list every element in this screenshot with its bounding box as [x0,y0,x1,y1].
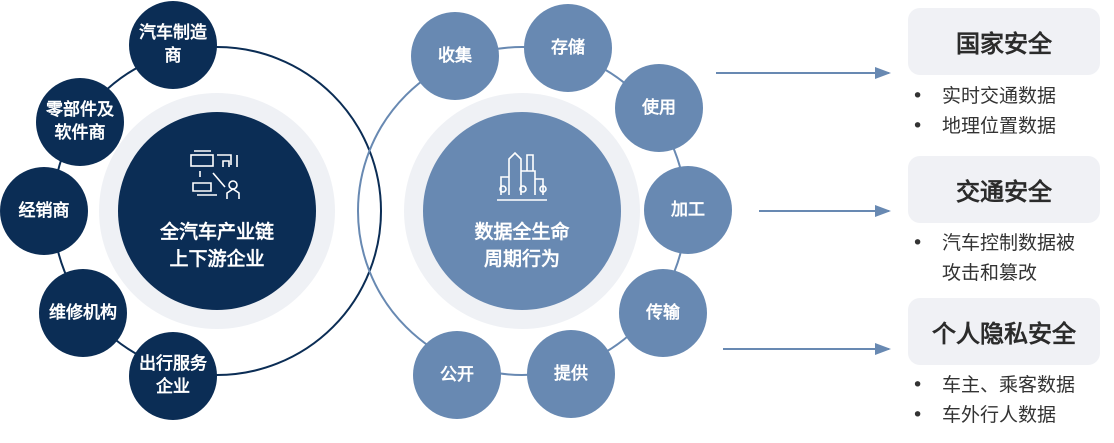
node-automaker: 汽车制造商 [129,1,217,89]
list-item: • 汽车控制数据被攻击和篡改 [912,228,1082,288]
list-item: • 实时交通数据 [912,81,1056,111]
traffic-security-list: • 汽车控制数据被攻击和篡改 [912,228,1082,288]
list-item: • 车主、乘客数据 [912,370,1075,400]
industry-chain-center: 全汽车产业链 上下游企业 [118,112,316,310]
left-center-label-2: 上下游企业 [169,248,265,270]
industry-chain-icon [189,149,245,211]
bullet: • [912,232,924,254]
node-mobility-service: 出行服务企业 [129,332,217,420]
city-buildings-icon [495,149,549,211]
node-use: 使用 [615,64,703,152]
bullet: • [912,404,924,426]
data-lifecycle-center: 数据全生命 周期行为 [423,112,621,310]
right-center-label-2: 周期行为 [483,248,560,270]
left-center-label-1: 全汽车产业链 [159,221,274,243]
node-transmit: 传输 [619,269,707,357]
privacy-security-list: • 车主、乘客数据 • 车外行人数据 [912,370,1075,430]
node-collect: 收集 [411,12,499,100]
node-store: 存储 [524,4,612,92]
bullet: • [912,85,924,107]
item-text: 地理位置数据 [942,115,1057,137]
item-text: 车外行人数据 [942,404,1057,426]
list-item: • 车外行人数据 [912,400,1075,430]
item-text: 汽车控制数据被攻击和篡改 [942,232,1076,284]
node-repair-shop: 维修机构 [39,269,127,357]
node-provide: 提供 [527,330,615,418]
node-disclose: 公开 [413,331,501,419]
category-national-security: 国家安全 [908,8,1100,75]
node-parts-software-supplier: 零部件及软件商 [36,78,124,166]
item-text: 车主、乘客数据 [942,374,1076,396]
node-dealer: 经销商 [0,167,88,255]
category-traffic-security: 交通安全 [908,156,1100,223]
list-item: • 地理位置数据 [912,111,1056,141]
category-privacy-security: 个人隐私安全 [908,298,1100,365]
node-process: 加工 [644,166,732,254]
bullet: • [912,374,924,396]
item-text: 实时交通数据 [942,85,1057,107]
national-security-list: • 实时交通数据 • 地理位置数据 [912,81,1056,141]
right-center-label-1: 数据全生命 [474,221,570,243]
bullet: • [912,115,924,137]
